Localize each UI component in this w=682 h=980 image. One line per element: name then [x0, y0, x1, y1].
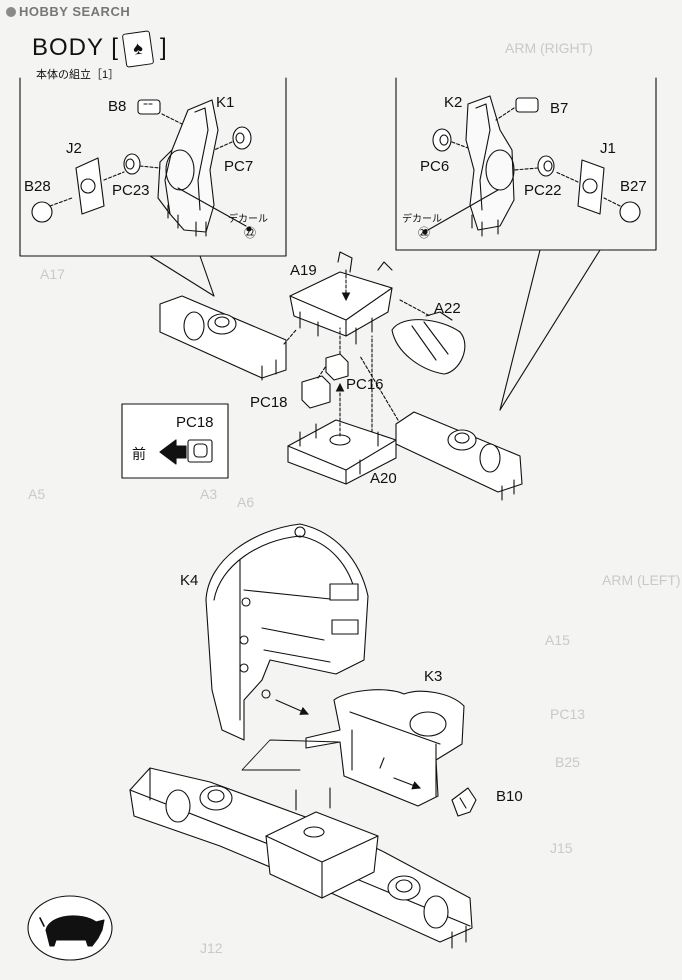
page-subtitle: 本体の組立［1］: [36, 69, 120, 81]
ghost-a6: A6: [237, 494, 255, 510]
label-decal-left: デカール: [228, 214, 268, 225]
label-k4: K4: [180, 572, 199, 589]
main-body-assembly: [129, 523, 477, 949]
legend-front-label: 前: [132, 446, 146, 462]
chassis-subassembly: [159, 251, 523, 501]
label-pc22: PC22: [524, 182, 562, 199]
ghost-pc13: PC13: [550, 706, 586, 722]
label-k2: K2: [444, 94, 463, 111]
label-pc7: PC7: [224, 158, 254, 175]
ghost-b25: B25: [555, 754, 580, 770]
label-b28: B28: [24, 178, 51, 195]
ghost-j12: J12: [200, 940, 223, 956]
label-pc23: PC23: [112, 182, 150, 199]
left-inset-panel: [19, 77, 287, 297]
label-a22: A22: [434, 300, 461, 317]
watermark-logo-icon: [6, 7, 16, 17]
label-a20: A20: [370, 470, 397, 487]
ghost-arm-right: ARM (RIGHT): [505, 40, 593, 56]
orientation-legend: [121, 403, 229, 479]
label-b7: B7: [550, 100, 569, 117]
label-b8: B8: [108, 98, 127, 115]
label-b10: B10: [496, 788, 523, 805]
pig-icon: [27, 895, 113, 961]
page-title: BODY [: [32, 34, 119, 61]
label-j1: J1: [600, 140, 616, 157]
label-pc6: PC6: [420, 158, 450, 175]
label-decal-right-num: ㉒: [418, 226, 431, 240]
label-a19: A19: [290, 262, 317, 279]
watermark: HOBBY SEARCH: [6, 4, 130, 19]
label-k1: K1: [216, 94, 235, 111]
label-pc18: PC18: [250, 394, 288, 411]
ghost-j15: J15: [550, 840, 573, 856]
label-pc16: PC16: [346, 376, 384, 393]
label-b27: B27: [620, 178, 647, 195]
legend-part-label: PC18: [176, 414, 214, 431]
label-k3: K3: [424, 668, 443, 685]
watermark-text: HOBBY SEARCH: [19, 4, 131, 19]
ghost-a17: A17: [40, 266, 65, 282]
label-decal-right: デカール: [402, 214, 442, 225]
title-bracket-close: ]: [160, 34, 167, 61]
label-decal-left-num: ㉒: [244, 226, 257, 240]
front-arrow-icon: [159, 439, 187, 465]
ghost-arm-left: ARM (LEFT): [602, 572, 681, 588]
ghost-a15: A15: [545, 632, 570, 648]
ghost-a3: A3: [200, 486, 218, 502]
label-j2: J2: [66, 140, 82, 157]
ghost-a5: A5: [28, 486, 46, 502]
right-inset-panel: [395, 77, 657, 411]
